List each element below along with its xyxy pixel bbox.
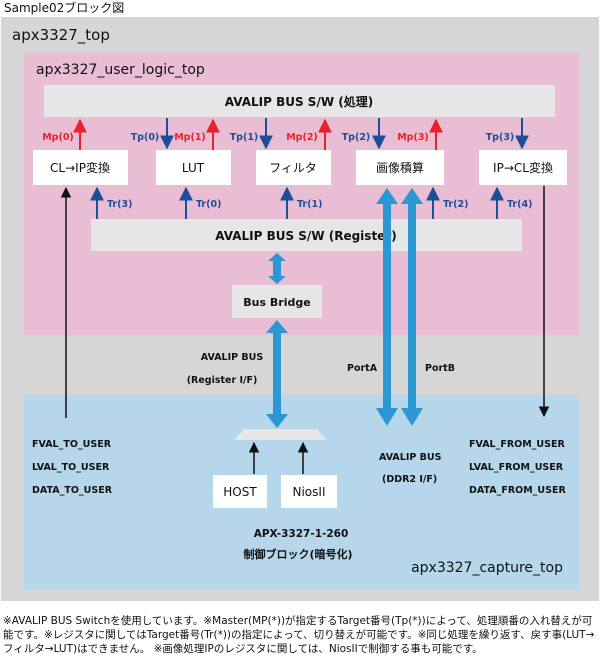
bus-bridge — [232, 285, 322, 318]
host-label: HOST — [223, 485, 257, 499]
tp-label: Tp(3) — [486, 132, 515, 143]
block-image-integration — [356, 150, 444, 185]
block-cl-to-ip — [33, 150, 128, 185]
bus-bridge-label: Bus Bridge — [243, 296, 310, 309]
portb-label: PortB — [425, 363, 455, 374]
block-label: LUT — [182, 161, 205, 175]
signal-label: LVAL_FROM_USER — [469, 462, 564, 473]
page-title: Sample02ブロック図 — [4, 0, 124, 15]
block-label: 画像積算 — [376, 160, 424, 175]
signal-label: FVAL_FROM_USER — [469, 439, 565, 450]
host-block — [213, 475, 267, 508]
tr-label: Tr(3) — [107, 199, 132, 210]
device-name: APX-3327-1-260 — [254, 528, 349, 540]
block-ip-to-cl — [479, 150, 567, 185]
device-description: 制御ブロック(暗号化) — [243, 547, 352, 561]
footnote: ※AVALIP BUS Switchを使用しています。※Master(MP(*)… — [3, 615, 595, 655]
mp-label: Mp(2) — [286, 132, 318, 143]
outer-label: apx3327_top — [12, 26, 110, 45]
block-label: IP→CL変換 — [493, 160, 553, 175]
block-filter — [256, 150, 331, 185]
mp-label: Mp(3) — [397, 132, 429, 143]
signal-label: DATA_TO_USER — [32, 485, 113, 496]
tp-label: Tp(2) — [342, 132, 371, 143]
bus-register-label: AVALIP BUS S/W (Register) — [215, 229, 396, 243]
porta-label: PortA — [347, 363, 378, 374]
bus-bridge-double-arrow — [268, 253, 286, 284]
user-logic-label: apx3327_user_logic_top — [36, 62, 205, 78]
tr-label: Tr(0) — [196, 199, 221, 210]
niosii-block — [281, 475, 337, 508]
block-label: フィルタ — [269, 161, 317, 175]
block-lut — [156, 150, 231, 185]
register-if-label: AVALIP BUS — [201, 352, 264, 363]
bus-processing — [44, 85, 555, 117]
portb-double-arrow — [401, 188, 423, 426]
local-bus-bar — [234, 429, 327, 440]
register-if-label: (Register I/F) — [187, 375, 258, 386]
signal-label: DATA_FROM_USER — [469, 485, 566, 496]
register-if-double-arrow — [266, 320, 288, 428]
tr-label: Tr(4) — [507, 199, 532, 210]
tr-label: Tr(2) — [443, 199, 468, 210]
bus-processing-label: AVALIP BUS S/W (処理) — [225, 94, 373, 109]
mp-label: Mp(0) — [42, 132, 74, 143]
capture-label: apx3327_capture_top — [411, 560, 563, 576]
porta-double-arrow — [376, 188, 398, 426]
mp-label: Mp(1) — [174, 132, 206, 143]
niosii-label: NiosII — [293, 485, 326, 499]
bus-register — [91, 219, 522, 251]
signal-label: LVAL_TO_USER — [32, 462, 110, 473]
block-label: CL→IP変換 — [50, 160, 110, 175]
ddr2-if-label: (DDR2 I/F) — [382, 474, 437, 485]
tr-label: Tr(1) — [297, 199, 322, 210]
ddr2-if-label: AVALIP BUS — [379, 452, 442, 463]
block-diagram: Sample02ブロック図 apx3327_top apx3327_user_l… — [1, 0, 599, 601]
tp-label: Tp(1) — [230, 132, 259, 143]
signal-label: FVAL_TO_USER — [32, 439, 112, 450]
tp-label: Tp(0) — [131, 132, 160, 143]
